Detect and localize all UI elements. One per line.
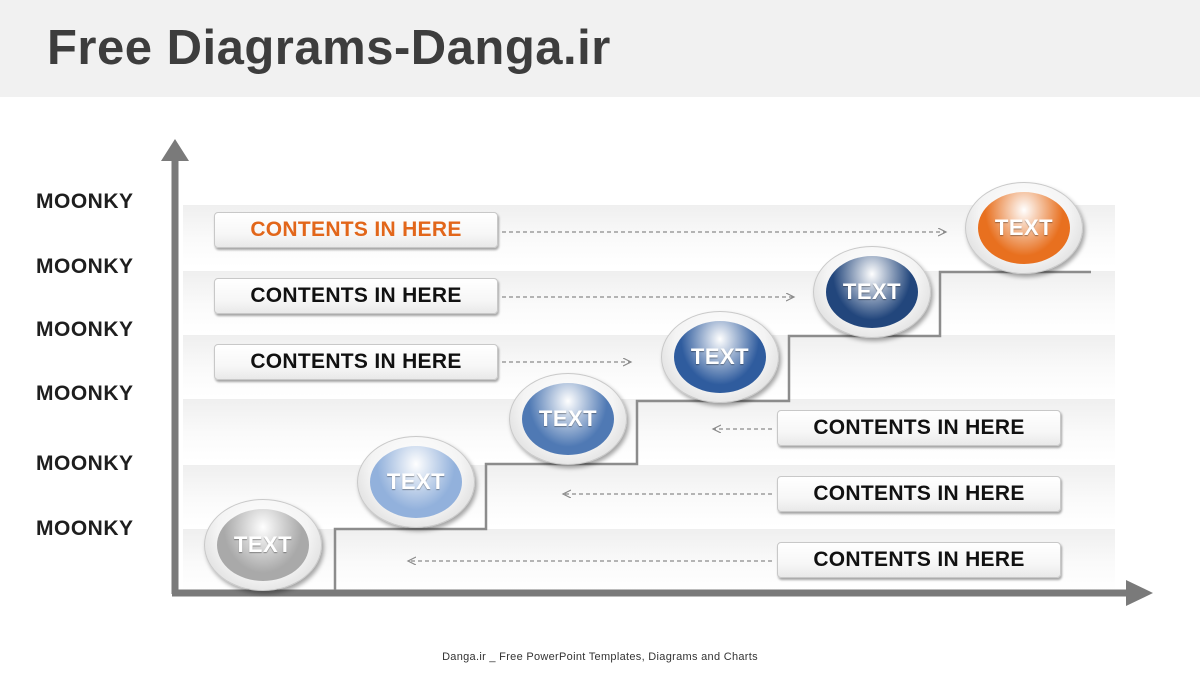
y-axis-arrowhead bbox=[161, 139, 189, 161]
x-axis-arrowhead bbox=[1126, 580, 1153, 606]
step-circle-label: TEXT bbox=[826, 256, 918, 328]
content-box: CONTENTS IN HERE bbox=[214, 344, 498, 380]
y-axis-label: MOONKY bbox=[36, 190, 134, 213]
y-axis-label: MOONKY bbox=[36, 452, 134, 475]
content-box: CONTENTS IN HERE bbox=[214, 278, 498, 314]
y-axis-label: MOONKY bbox=[36, 517, 134, 540]
step-circle: TEXT bbox=[965, 182, 1083, 274]
step-circle-label: TEXT bbox=[522, 383, 614, 455]
step-circle-label: TEXT bbox=[674, 321, 766, 393]
footer-text: Danga.ir _ Free PowerPoint Templates, Di… bbox=[442, 651, 758, 663]
step-circle: TEXT bbox=[509, 373, 627, 465]
step-circle: TEXT bbox=[661, 311, 779, 403]
content-box: CONTENTS IN HERE bbox=[777, 410, 1061, 446]
step-circle-label: TEXT bbox=[370, 446, 462, 518]
step-circle: TEXT bbox=[357, 436, 475, 528]
y-axis-label: MOONKY bbox=[36, 382, 134, 405]
step-circle-label: TEXT bbox=[978, 192, 1070, 264]
y-axis-label: MOONKY bbox=[36, 255, 134, 278]
content-box: CONTENTS IN HERE bbox=[777, 476, 1061, 512]
content-box: CONTENTS IN HERE bbox=[777, 542, 1061, 578]
step-circle-label: TEXT bbox=[217, 509, 309, 581]
content-box: CONTENTS IN HERE bbox=[214, 212, 498, 248]
step-circle: TEXT bbox=[813, 246, 931, 338]
title-bar bbox=[0, 0, 1200, 97]
staircase-line bbox=[333, 270, 1091, 590]
step-circle: TEXT bbox=[204, 499, 322, 591]
y-axis-label: MOONKY bbox=[36, 318, 134, 341]
page-title: Free Diagrams-Danga.ir bbox=[47, 21, 611, 75]
